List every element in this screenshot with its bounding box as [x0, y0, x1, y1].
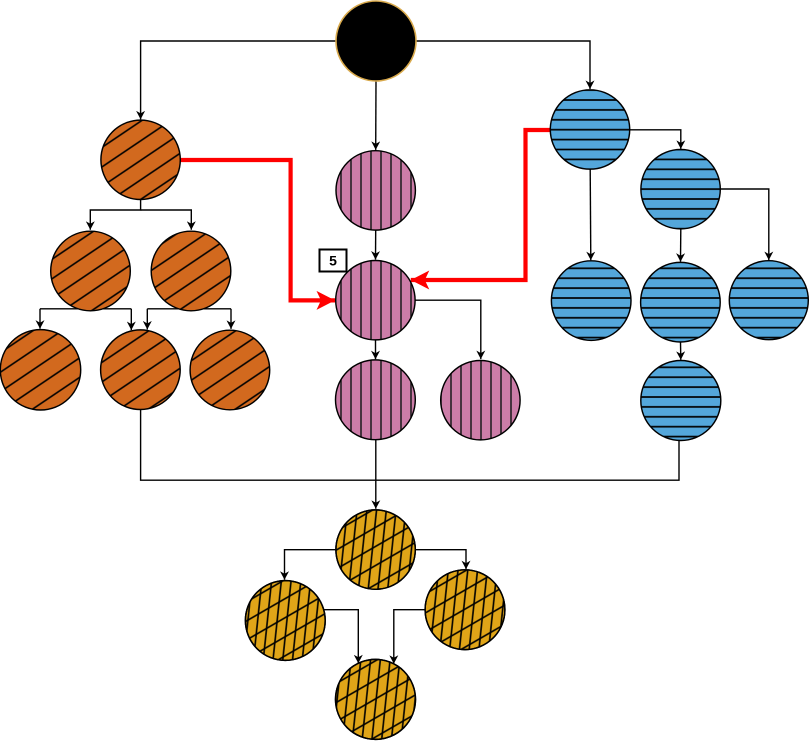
- svg-text:5: 5: [329, 253, 337, 269]
